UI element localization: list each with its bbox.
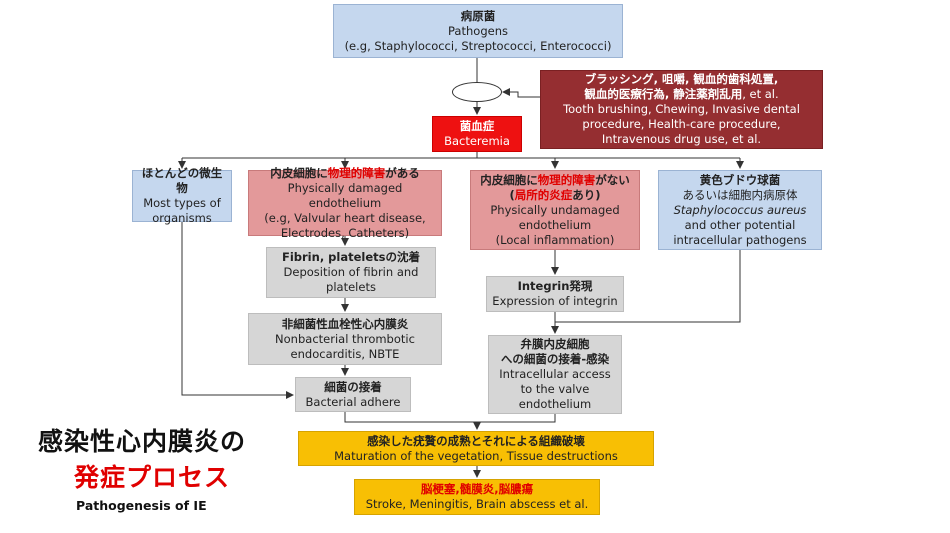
outcome-en: Stroke, Meningitis, Brain abscess et al.	[365, 497, 589, 511]
vegetation-jp: 感染した疣贅の成熟とそれによる組織破壊	[367, 433, 585, 448]
valve-en2: to the valve	[520, 382, 590, 396]
valve-access-box: 弁膜内皮細胞 への細菌の接着-感染 Intracellular access t…	[488, 335, 622, 414]
undamaged-en2: endothelium	[518, 217, 592, 232]
most-organisms-jp: ほとんどの微生物	[141, 166, 223, 195]
staph-en1: Staphylococcus aureus	[673, 202, 807, 217]
risk-jp2: 観血的医療行為, 静注薬剤乱用	[584, 87, 743, 101]
staph-en3: intracellular pathogens	[673, 232, 807, 247]
undamaged-jp-b: 物理的障害	[537, 172, 596, 187]
valve-jp1: 弁膜内皮細胞	[520, 337, 590, 351]
risk-en3: Intravenous drug use, et al.	[601, 132, 762, 146]
staph-jp1: 黄色ブドウ球菌	[699, 172, 781, 187]
most-organisms-box: ほとんどの微生物 Most types of organisms	[132, 166, 232, 225]
damaged-en1: Physically damaged endothelium	[287, 180, 403, 210]
nbte-en1: Nonbacterial thrombotic	[275, 331, 415, 346]
damaged-endothelium-box: 内皮細胞に物理的障害がある Physically damaged endothe…	[248, 166, 442, 240]
damaged-en3: Electrodes, Catheters)	[280, 225, 410, 240]
pathogens-jp: 病原菌	[460, 8, 496, 23]
vegetation-box: 感染した疣贅の成熟とそれによる組織破壊 Maturation of the ve…	[298, 431, 654, 466]
undamaged-jp-c: がない	[595, 172, 630, 187]
bacteremia-en: Bacteremia	[444, 134, 510, 148]
damaged-jp-b: 物理的障害	[327, 165, 386, 180]
pathogens-en2: (e.g, Staphylococci, Streptococci, Enter…	[344, 38, 612, 53]
adhere-jp: 細菌の接着	[324, 379, 382, 394]
vegetation-en: Maturation of the vegetation, Tissue des…	[334, 448, 618, 463]
adhere-en: Bacterial adhere	[305, 394, 401, 409]
fibrin-en1: Deposition of fibrin and	[283, 265, 419, 279]
nbte-en2: endocarditis, NBTE	[290, 346, 400, 361]
undamaged-jp2-c: あり)	[572, 187, 601, 202]
risk-jp2-suffix: , et al.	[742, 87, 779, 101]
damaged-en2: (e.g, Valvular heart disease,	[264, 210, 426, 225]
title-line2: 発症プロセス	[74, 463, 231, 492]
pathogens-box: 病原菌 Pathogens (e.g, Staphylococci, Strep…	[333, 4, 623, 58]
risk-en2: procedure, Health-care procedure,	[582, 117, 781, 131]
integrin-box: Integrin発現 Expression of integrin	[486, 276, 624, 312]
undamaged-endothelium-box: 内皮細胞に物理的障害がない (局所的炎症あり) Physically undam…	[470, 170, 640, 250]
valve-en1: Intracellular access	[499, 367, 611, 381]
risk-en1: Tooth brushing, Chewing, Invasive dental	[563, 102, 800, 116]
undamaged-jp-a: 内皮細胞に	[480, 172, 538, 187]
outcome-jp: 脳梗塞,髄膜炎,脳膿瘍	[420, 482, 534, 496]
junction-ellipse	[452, 82, 502, 102]
damaged-jp-a: 内皮細胞に	[270, 165, 328, 180]
undamaged-jp2-b: 局所的炎症	[514, 187, 573, 202]
valve-jp2: への細菌の接着-感染	[500, 352, 610, 366]
integrin-jp: Integrin発現	[517, 279, 593, 293]
nbte-jp: 非細菌性血栓性心内膜炎	[281, 316, 409, 331]
undamaged-en1: Physically undamaged	[490, 202, 620, 217]
most-organisms-en2: organisms	[152, 211, 212, 225]
title-line1: 感染性心内膜炎の	[38, 427, 247, 456]
valve-en3: endothelium	[518, 397, 592, 411]
bacterial-adhere-box: 細菌の接着 Bacterial adhere	[295, 377, 411, 412]
most-organisms-en1: Most types of	[143, 196, 221, 210]
fibrin-jp: Fibrin, plateletsの沈着	[281, 250, 421, 264]
integrin-en: Expression of integrin	[492, 294, 618, 308]
bacteremia-box: 菌血症 Bacteremia	[432, 116, 522, 152]
fibrin-box: Fibrin, plateletsの沈着 Deposition of fibri…	[266, 247, 436, 298]
risk-jp1: ブラッシング, 咀嚼, 観血的歯科処置,	[584, 72, 779, 86]
undamaged-jp2-a: (	[509, 187, 515, 202]
pathogens-en1: Pathogens	[448, 23, 508, 38]
staph-en2: and other potential	[684, 217, 796, 232]
staph-jp2: あるいは細胞内病原体	[682, 187, 798, 202]
outcome-box: 脳梗塞,髄膜炎,脳膿瘍 Stroke, Meningitis, Brain ab…	[354, 479, 600, 515]
staph-box: 黄色ブドウ球菌 あるいは細胞内病原体 Staphylococcus aureus…	[658, 170, 822, 250]
fibrin-en2: platelets	[326, 280, 376, 294]
bacteremia-jp: 菌血症	[459, 119, 495, 133]
nbte-box: 非細菌性血栓性心内膜炎 Nonbacterial thrombotic endo…	[248, 313, 442, 365]
title-line3: Pathogenesis of IE	[76, 498, 207, 513]
undamaged-en3: (Local inflammation)	[495, 232, 615, 247]
damaged-jp-c: がある	[385, 165, 420, 180]
line-risk-ellipse	[502, 88, 540, 98]
slide-title: 感染性心内膜炎の 発症プロセス Pathogenesis of IE	[38, 422, 246, 513]
risk-factors-box: ブラッシング, 咀嚼, 観血的歯科処置, 観血的医療行為, 静注薬剤乱用, et…	[540, 70, 823, 149]
